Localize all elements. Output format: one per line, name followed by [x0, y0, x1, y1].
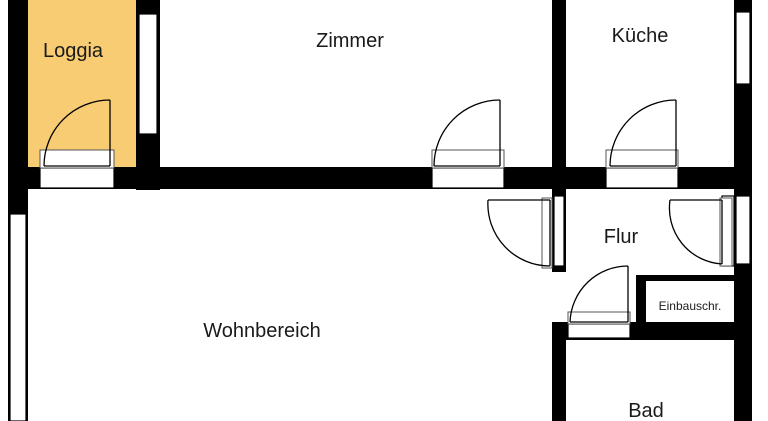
room-label-kueche: Küche — [612, 25, 669, 47]
window-flur-right — [735, 195, 751, 265]
door-gap-loggia — [39, 167, 115, 189]
door-gap-wohn-flur — [553, 195, 565, 267]
door-wohnbereich-flur — [487, 197, 553, 269]
loggia-area — [8, 0, 136, 168]
window-kueche — [735, 11, 751, 85]
room-label-wohnbereich: Wohnbereich — [203, 320, 320, 342]
room-labels: Loggia Zimmer Küche Flur Einbauschr. Woh… — [43, 25, 721, 421]
doors — [39, 99, 733, 325]
wall-einbau-left — [636, 277, 646, 340]
room-label-flur: Flur — [604, 226, 639, 248]
door-gap-kueche — [605, 167, 679, 189]
door-zimmer — [431, 99, 505, 169]
room-label-zimmer: Zimmer — [316, 30, 384, 52]
door-gap-bad — [567, 323, 631, 339]
window-loggia-zimmer — [138, 13, 158, 135]
door-flur-right — [668, 197, 733, 267]
room-label-einbauschrank: Einbauschr. — [659, 299, 722, 313]
door-kueche — [605, 99, 679, 169]
door-bad — [567, 265, 631, 325]
window-wohnbereich-left — [9, 213, 27, 421]
room-label-loggia: Loggia — [43, 40, 104, 62]
door-loggia — [39, 99, 115, 169]
wall-flur-left-lower — [552, 322, 566, 421]
wall-top-right-cap — [734, 0, 752, 12]
wall-horizontal-main — [8, 167, 752, 189]
door-gap-zimmer — [431, 167, 505, 189]
wall-einbau-top — [636, 275, 736, 281]
room-label-bad: Bad — [628, 400, 664, 421]
